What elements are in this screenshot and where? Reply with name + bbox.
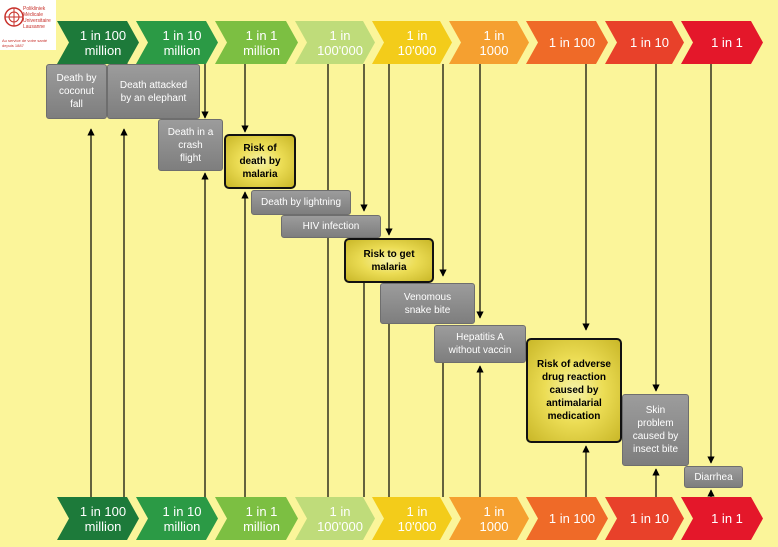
top-scale-7: 1 in 10	[605, 21, 684, 64]
risk-box-10: Skin problem caused by insect bite	[622, 394, 689, 466]
risk-box-4: Death by lightning	[251, 190, 351, 215]
bottom-scale-2: 1 in 1 million	[215, 497, 298, 540]
risk-box-5: HIV infection	[281, 215, 381, 238]
top-scale-6: 1 in 100	[526, 21, 608, 64]
risk-box-9: Risk of adverse drug reaction caused by …	[526, 338, 622, 443]
bottom-scale-7: 1 in 10	[605, 497, 684, 540]
bottom-scale-6: 1 in 100	[526, 497, 608, 540]
university-logo: Polikliniek Médicale Universitaire Lausa…	[0, 0, 56, 50]
risk-box-1: Death attacked by an elephant	[107, 64, 200, 119]
university-tagline: Au service de votre santé depuis 1887	[2, 38, 48, 48]
risk-box-0: Death by coconut fall	[46, 64, 107, 119]
top-scale-5: 1 in 1000	[449, 21, 529, 64]
risk-box-6: Risk to get malaria	[344, 238, 434, 283]
bottom-scale-4: 1 in 10'000	[372, 497, 452, 540]
university-name: Polikliniek Médicale Universitaire Lausa…	[23, 6, 51, 30]
top-scale-2: 1 in 1 million	[215, 21, 298, 64]
bottom-scale-0: 1 in 100 million	[57, 497, 139, 540]
risk-box-7: Venomous snake bite	[380, 283, 475, 324]
top-scale-1: 1 in 10 million	[136, 21, 218, 64]
top-scale-4: 1 in 10'000	[372, 21, 452, 64]
risk-box-8: Hepatitis A without vaccin	[434, 325, 526, 363]
risk-box-11: Diarrhea	[684, 466, 743, 488]
bottom-scale-3: 1 in 100'000	[295, 497, 375, 540]
top-scale-8: 1 in 1	[681, 21, 763, 64]
university-emblem-icon	[4, 7, 24, 27]
risk-box-2: Death in a crash flight	[158, 119, 223, 171]
bottom-scale-1: 1 in 10 million	[136, 497, 218, 540]
bottom-scale-8: 1 in 1	[681, 497, 763, 540]
bottom-scale-5: 1 in 1000	[449, 497, 529, 540]
top-scale-3: 1 in 100'000	[295, 21, 375, 64]
top-scale-0: 1 in 100 million	[57, 21, 139, 64]
risk-box-3: Risk of death by malaria	[224, 134, 296, 189]
